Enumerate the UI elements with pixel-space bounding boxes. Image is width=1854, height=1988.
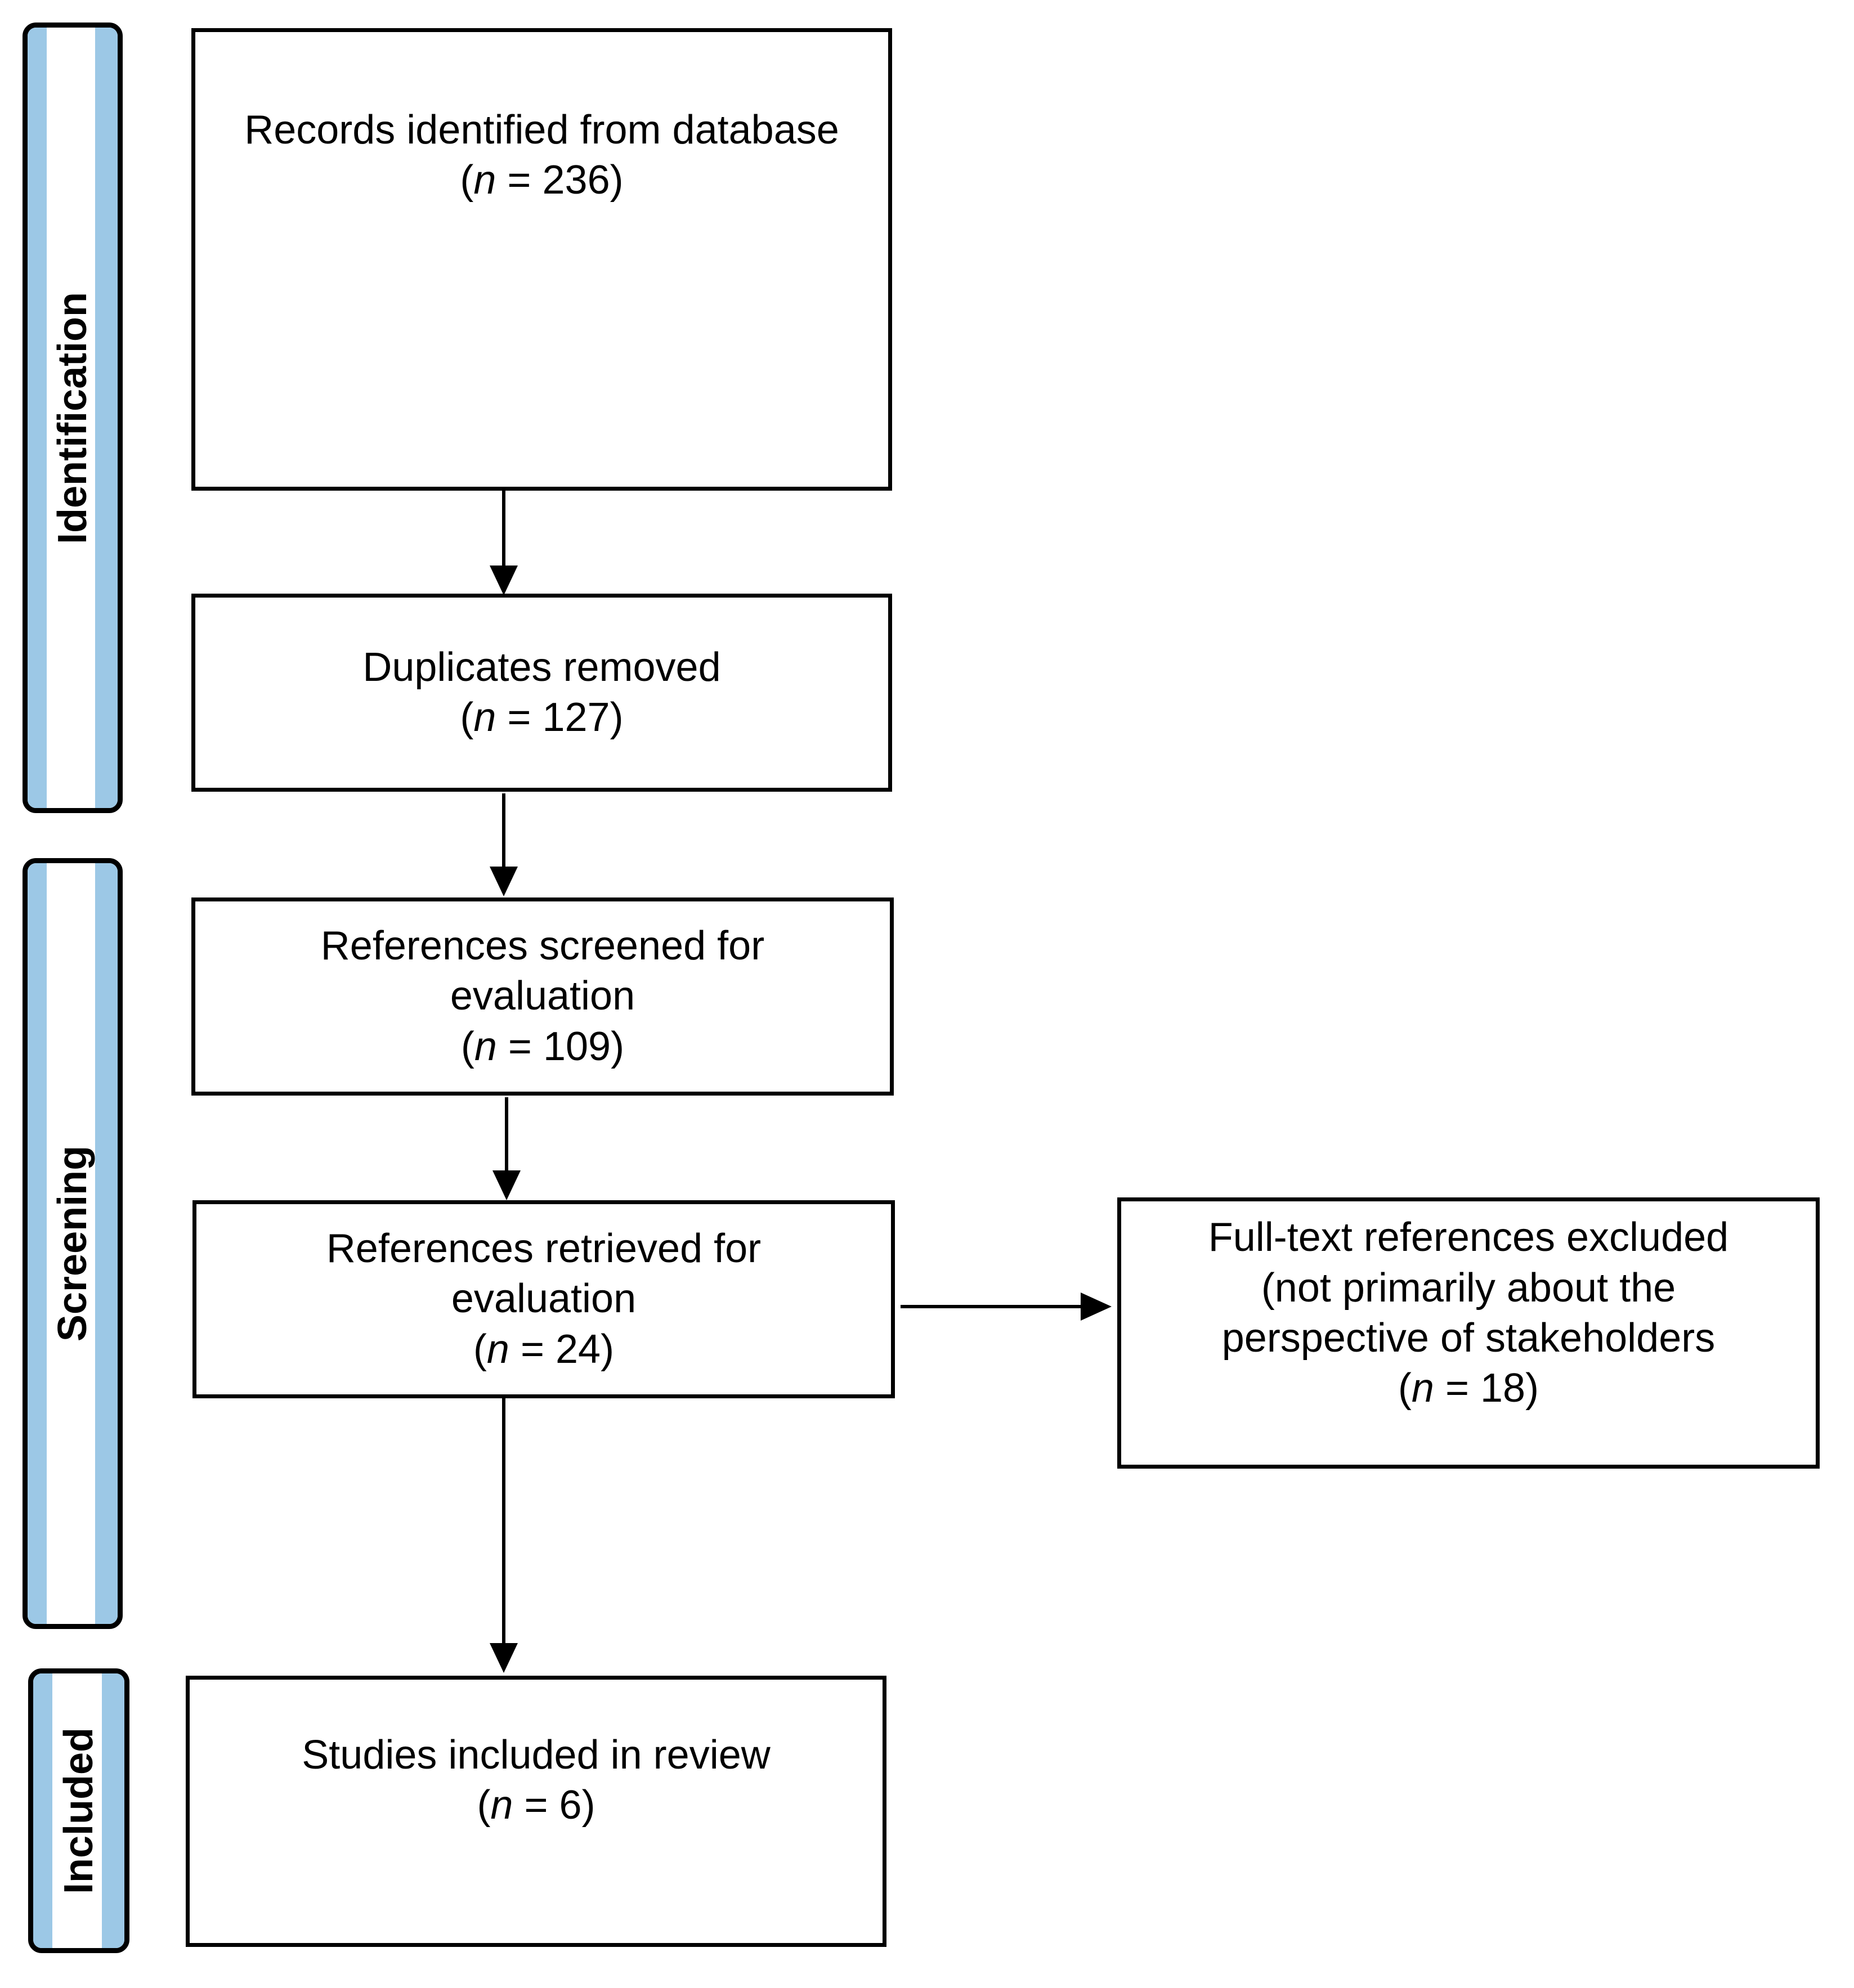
box-text-line: perspective of stakeholders	[1221, 1316, 1716, 1361]
arrowhead	[490, 1643, 518, 1673]
box-count: (n = 236)	[460, 158, 624, 203]
box-text-line: References retrieved for	[326, 1226, 762, 1272]
phase-identification: Identification	[23, 23, 123, 813]
phase-screening: Screening	[23, 858, 123, 1629]
box-count: (n = 127)	[460, 695, 624, 740]
arrowhead	[1081, 1293, 1112, 1321]
box-records-identified: Records identified from database (n = 23…	[191, 28, 892, 491]
box-count: (n = 18)	[1398, 1366, 1539, 1411]
box-text-line: Studies included in review	[302, 1732, 771, 1778]
phase-accent	[28, 28, 47, 808]
box-text-line: Duplicates removed	[362, 644, 721, 690]
box-text-line: References screened for	[320, 923, 765, 969]
arrowhead	[490, 867, 518, 896]
arrowhead	[490, 566, 518, 595]
box-count: (n = 24)	[473, 1326, 615, 1372]
phase-accent	[33, 1673, 52, 1948]
box-text-line: Full-text references excluded	[1208, 1215, 1729, 1260]
box-text-line: Records identified from database	[244, 107, 839, 152]
box-count: (n = 6)	[477, 1783, 595, 1828]
phase-accent	[102, 1673, 124, 1948]
box-text-line: (not primarily about the	[1261, 1265, 1676, 1311]
box-references-excluded: Full-text references excluded (not prima…	[1117, 1197, 1820, 1469]
phase-included: Included	[28, 1668, 129, 1953]
box-count: (n = 109)	[460, 1024, 625, 1069]
phase-accent	[28, 863, 47, 1624]
box-duplicates-removed: Duplicates removed (n = 127)	[191, 594, 892, 792]
box-references-retrieved: References retrieved for evaluation (n =…	[192, 1200, 895, 1398]
box-studies-included: Studies included in review (n = 6)	[186, 1676, 886, 1947]
box-references-screened: References screened for evaluation (n = …	[191, 897, 894, 1096]
phase-accent	[95, 863, 118, 1624]
arrowhead	[492, 1170, 521, 1200]
phase-accent	[95, 28, 118, 808]
box-text-line: evaluation	[450, 973, 635, 1019]
box-text-line: evaluation	[451, 1276, 637, 1322]
